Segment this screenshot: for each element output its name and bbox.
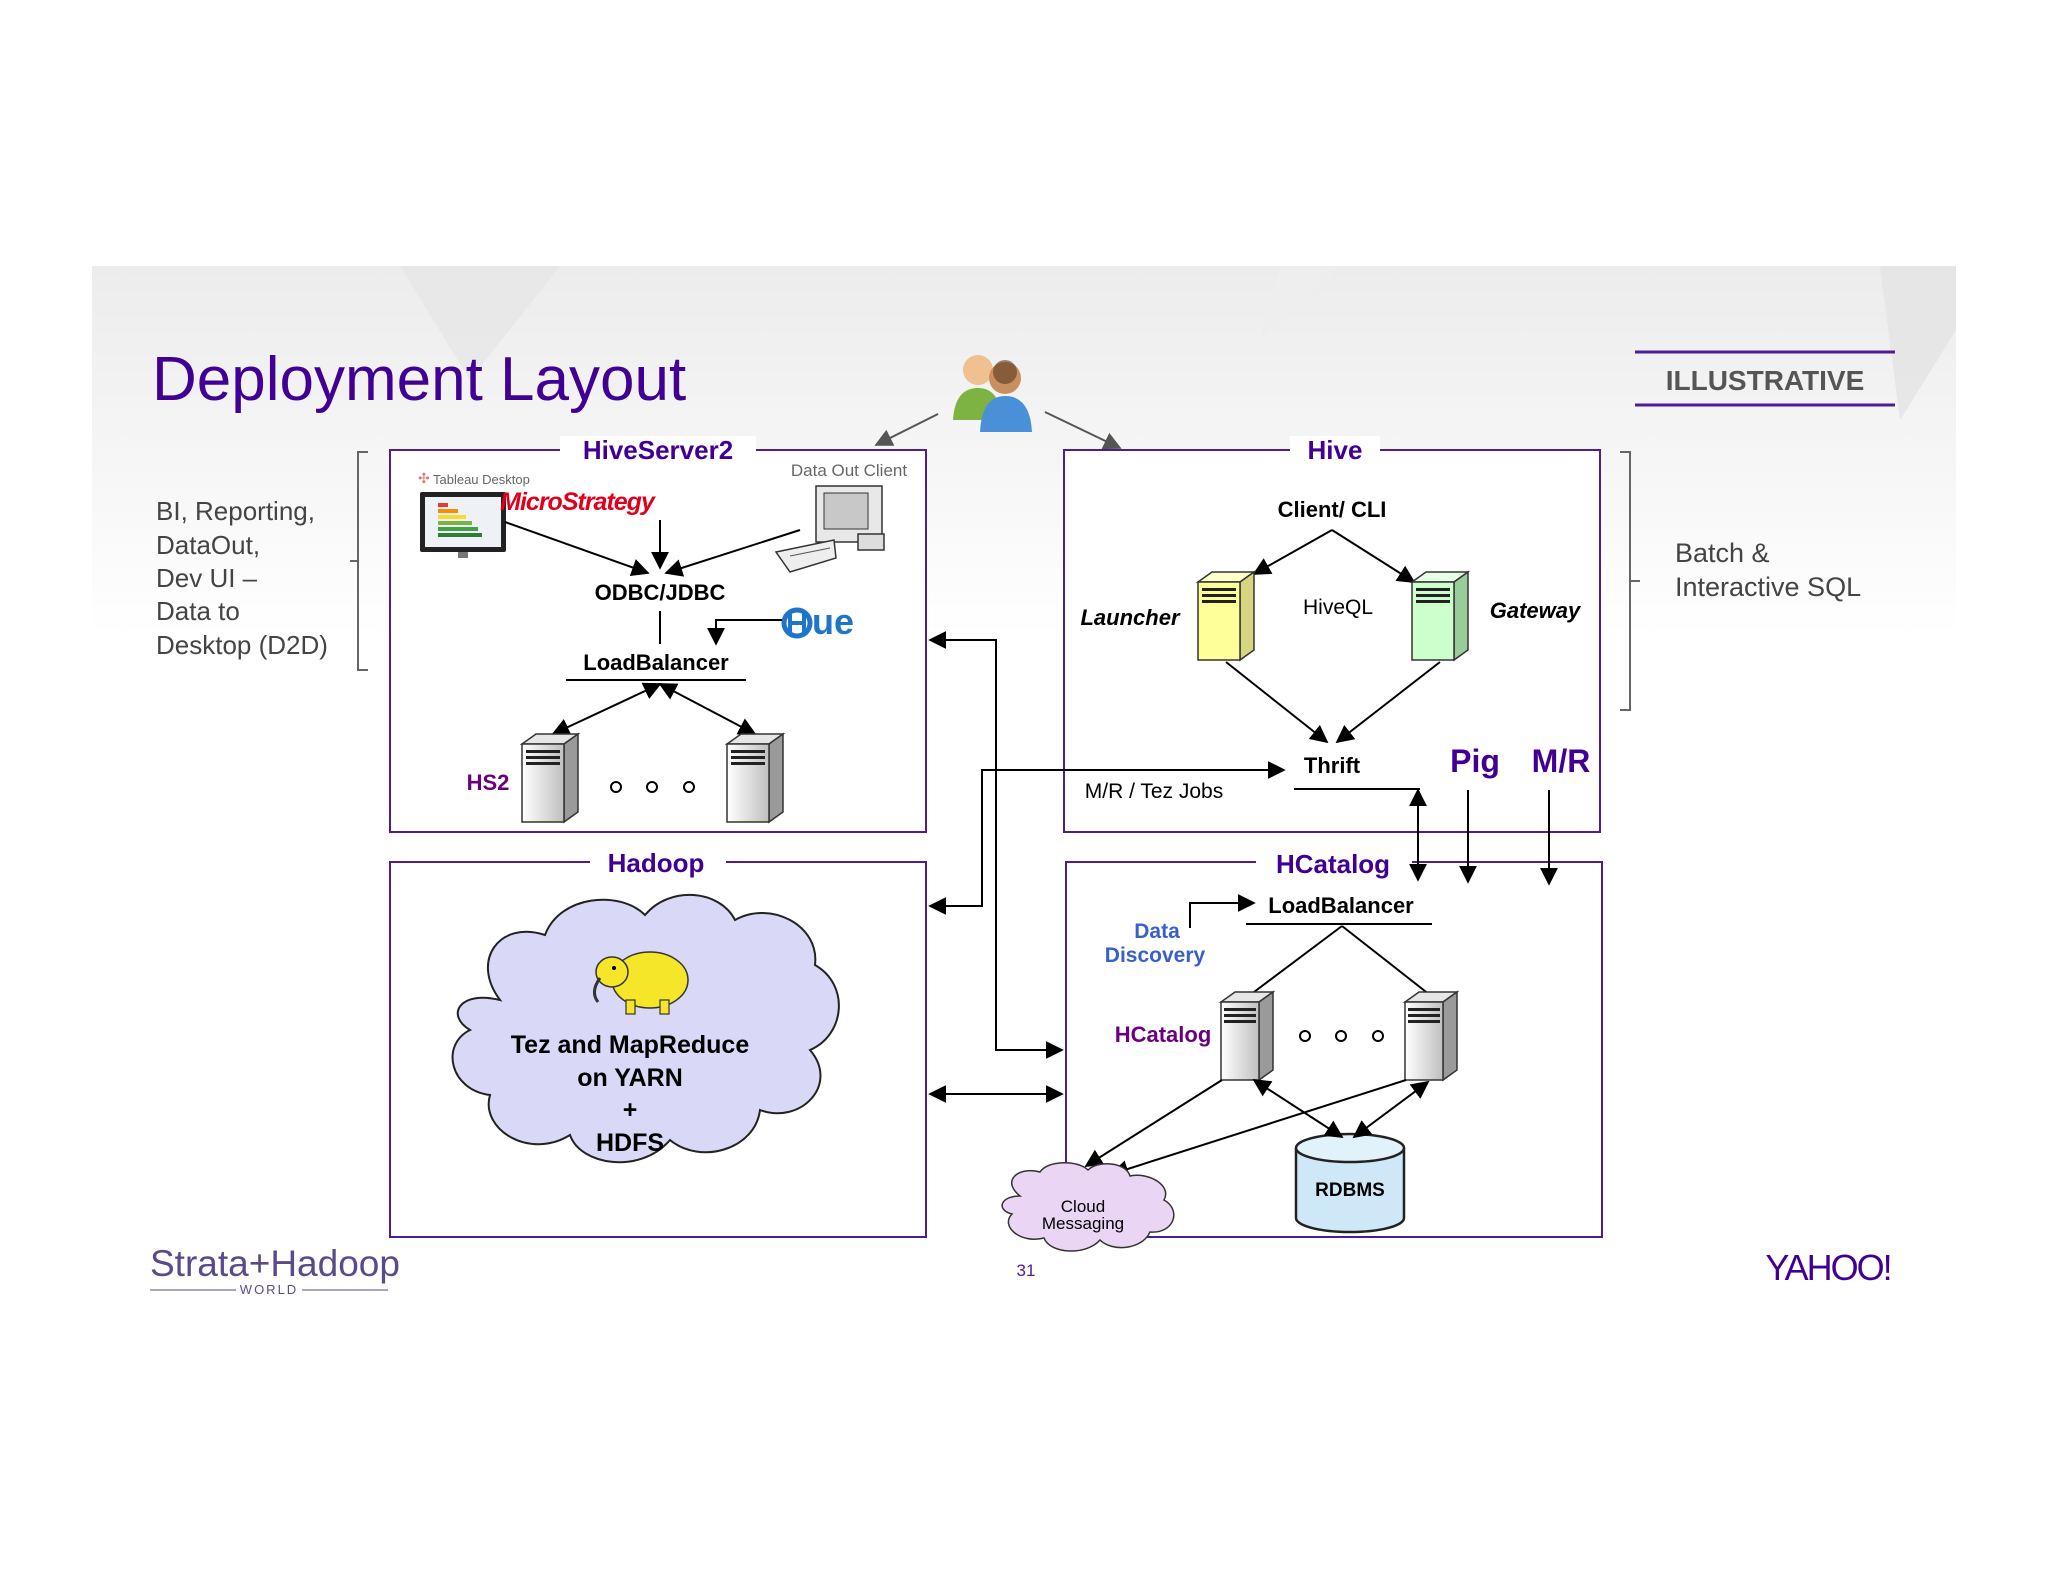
ellipsis-dots [1299, 1030, 1384, 1042]
hadoop-cloud-shape [451, 894, 840, 1164]
hadoop-title: Hadoop [608, 848, 705, 878]
left-note-line: Data to [156, 596, 240, 626]
arrow-launcher-to-thrift [1225, 661, 1329, 744]
right-note-line: Batch & [1675, 538, 1770, 568]
strata-logo-sub: WORLD [240, 1282, 298, 1297]
right-note-line: Interactive SQL [1675, 572, 1861, 602]
rdbms-database-icon [1294, 1132, 1406, 1234]
hcatalog-server-icon [1402, 990, 1460, 1082]
hive-title: Hive [1308, 435, 1363, 465]
users-icon [953, 355, 1032, 432]
hadoop-cloud-line: + [623, 1096, 638, 1124]
connector-lb-to-hcat-left [1249, 925, 1343, 996]
connector-thrift-to-hadoop [928, 761, 1286, 915]
hive-box: Hive Client/ CLI Launcher HiveQL Gateway… [1063, 435, 1601, 833]
hiveserver2-box: HiveServer2 ✣ Tableau Desktop MicroStrat… [389, 435, 927, 833]
hs2-label: HS2 [467, 770, 510, 795]
arrow-hcat-right-to-rdbms [1352, 1080, 1430, 1139]
left-bracket [350, 451, 368, 671]
yahoo-logo: YAHOO! [1765, 1247, 1890, 1288]
background-shape [1880, 266, 1956, 420]
mr-tez-jobs-label: M/R / Tez Jobs [1085, 780, 1224, 803]
left-note-line: Dev UI – [156, 563, 258, 593]
hadoop-cloud-line: Tez and MapReduce [511, 1031, 750, 1059]
launcher-label: Launcher [1080, 605, 1180, 630]
arrow-cli-to-launcher [1252, 529, 1333, 575]
hcatalog-server-label: HCatalog [1115, 1022, 1212, 1047]
left-note-line: BI, Reporting, [156, 496, 315, 526]
hcatalog-loadbalancer-label: LoadBalancer [1268, 893, 1414, 918]
cloud-messaging-icon [1001, 1162, 1175, 1252]
odbc-jdbc-label: ODBC/JDBC [595, 580, 726, 605]
strata-hadoop-world-logo: Strata+Hadoop WORLD [150, 1243, 400, 1297]
page-number: 31 [1017, 1261, 1036, 1280]
page-title: Deployment Layout [152, 345, 686, 414]
arrow-client-to-odbc [664, 529, 801, 577]
hiveql-label: HiveQL [1303, 596, 1373, 619]
left-note: BI, Reporting, DataOut, Dev UI – Data to… [156, 496, 328, 660]
background-shape [1260, 266, 1340, 340]
thrift-label: Thrift [1304, 753, 1361, 778]
svg-text:✣: ✣ [418, 470, 430, 486]
hcatalog-box: HCatalog Data Discovery LoadBalancer HCa… [1065, 848, 1603, 1238]
illustrative-badge: ILLUSTRATIVE [1666, 365, 1865, 396]
strata-logo-main: Strata+Hadoop [150, 1243, 400, 1284]
left-note-line: Desktop (D2D) [156, 630, 328, 660]
connector-lb-to-hcat-right [1341, 925, 1431, 996]
hs2-server-icon [724, 732, 786, 824]
data-discovery-line: Data [1134, 920, 1180, 943]
hadoop-cloud-line: on YARN [577, 1064, 683, 1092]
arrow-tableau-to-odbc [504, 521, 650, 577]
desktop-computer-icon [774, 485, 885, 573]
hue-logo-icon: ue [781, 601, 854, 642]
hs2-loadbalancer-label: LoadBalancer [583, 650, 729, 675]
hcatalog-title: HCatalog [1276, 849, 1390, 879]
tableau-logo-icon: ✣ [418, 470, 430, 486]
mr-label: M/R [1532, 743, 1591, 779]
data-discovery-line: Discovery [1105, 944, 1206, 967]
hadoop-elephant-icon [593, 951, 689, 1015]
rdbms-label: RDBMS [1315, 1180, 1385, 1201]
arrow-hcat-left-to-messaging [1084, 1079, 1223, 1167]
left-note-line: DataOut, [156, 530, 260, 560]
arrow-hcat-right-to-messaging [1110, 1079, 1407, 1178]
gateway-server-icon [1409, 570, 1471, 662]
arrow-lb-to-hs2-left [551, 682, 662, 736]
arrow-gateway-to-thrift [1335, 661, 1441, 744]
data-out-client-label: Data Out Client [791, 461, 907, 480]
tableau-desktop-monitor-icon [420, 492, 506, 558]
hiveserver2-title: HiveServer2 [583, 435, 733, 465]
cloud-messaging-line: Messaging [1042, 1214, 1124, 1233]
background-shape [400, 266, 560, 380]
tableau-label: Tableau Desktop [433, 472, 530, 487]
arrow-hcat-left-to-rdbms [1252, 1079, 1344, 1138]
pig-label: Pig [1450, 743, 1500, 779]
right-bracket [1620, 451, 1640, 711]
arrow-hue-to-loadbalancer [707, 619, 782, 646]
svg-text:ue: ue [812, 601, 854, 642]
cloud-messaging-line: Cloud [1061, 1197, 1105, 1216]
arrow-lb-to-hs2-right [658, 683, 757, 735]
microstrategy-logo: MicroStrategy [500, 488, 656, 516]
launcher-server-icon [1195, 570, 1257, 662]
arrow-users-to-hiveserver2 [874, 413, 939, 446]
arrow-users-to-hive [1044, 411, 1122, 450]
ellipsis-dots [610, 781, 695, 793]
gateway-label: Gateway [1490, 598, 1582, 623]
hs2-server-icon [519, 732, 581, 824]
arrow-cli-to-gateway [1331, 529, 1416, 583]
client-cli-label: Client/ CLI [1278, 497, 1387, 522]
hcatalog-server-icon [1218, 990, 1276, 1082]
hadoop-cloud-line: HDFS [596, 1129, 664, 1157]
hadoop-box: Hadoop Tez and MapReduce on YARN + HDFS [389, 848, 927, 1238]
